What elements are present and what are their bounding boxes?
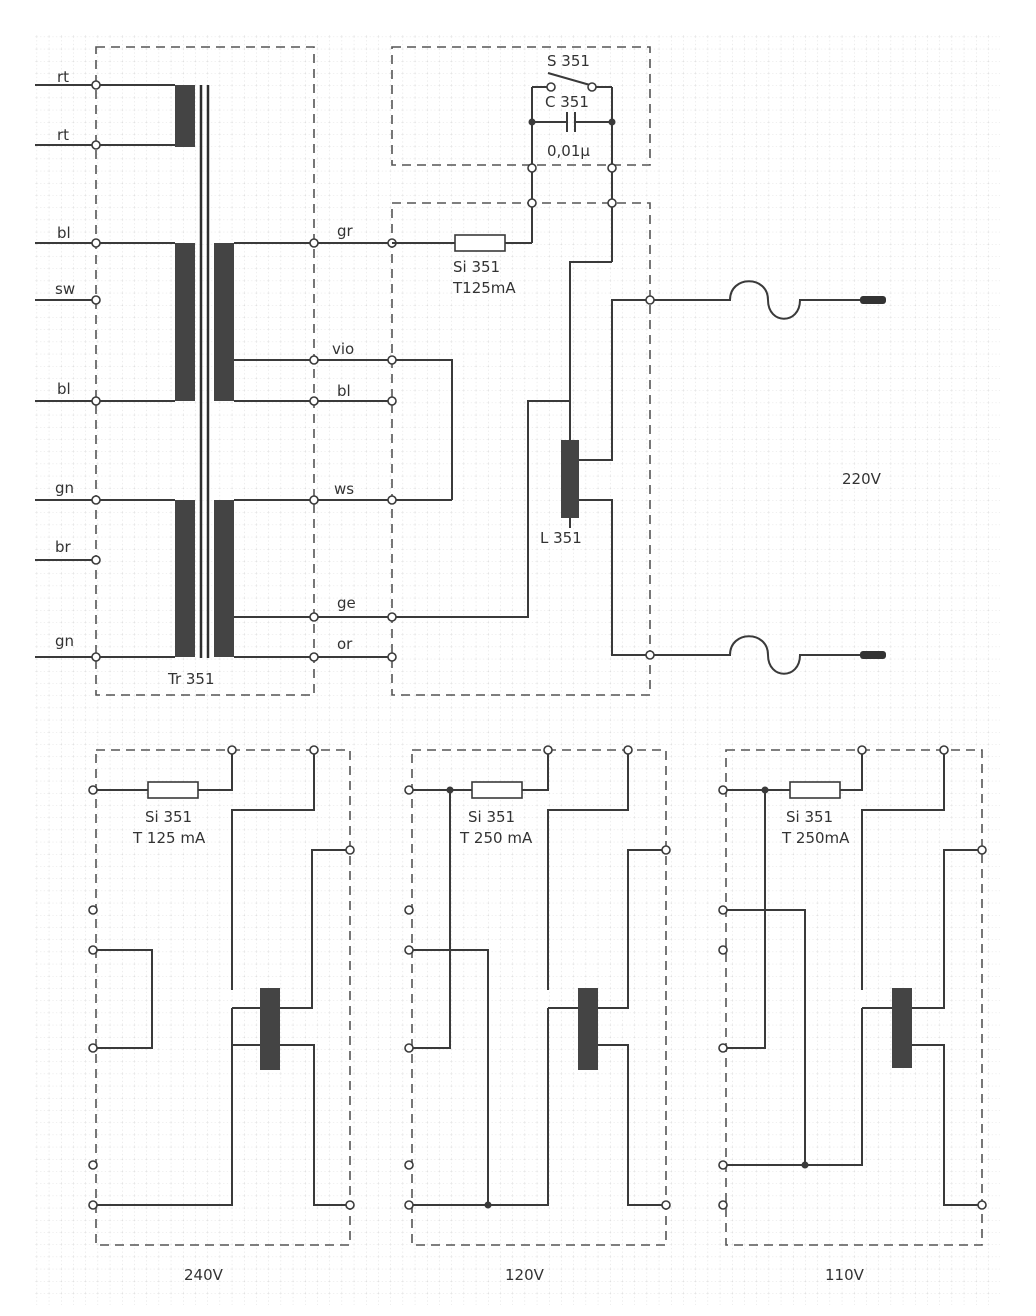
variant-240v: Si 351 T 125 mA 240V <box>88 745 355 1284</box>
transformer-box <box>95 46 315 696</box>
variant-240v-voltage: 240V <box>184 1266 224 1284</box>
fuse-rating: T125mA <box>452 279 516 297</box>
mains-cord: 220V <box>645 280 886 675</box>
switch-box <box>391 46 651 166</box>
variant-120v-fuse-rating: T 250 mA <box>459 829 533 847</box>
wire-label-bl-1: bl <box>57 224 71 242</box>
wire-label-rt-1: rt <box>57 68 69 86</box>
left-terminals <box>91 80 101 662</box>
wire-label-or: or <box>337 635 353 653</box>
switch-label: S 351 <box>547 52 590 70</box>
capacitor-label: C 351 <box>545 93 589 111</box>
wire-label-bl-2: bl <box>57 380 71 398</box>
transformer-label: Tr 351 <box>167 670 215 688</box>
variant-120v: Si 351 T 250 mA 120V <box>404 745 671 1284</box>
variant-110v-voltage: 110V <box>825 1266 865 1284</box>
capacitor-value: 0,01μ <box>547 142 590 160</box>
wire-label-rt-2: rt <box>57 126 69 144</box>
variant-120v-voltage: 120V <box>505 1266 545 1284</box>
winding-primary-top <box>175 85 195 147</box>
mains-voltage-label: 220V <box>842 470 882 488</box>
selector-box <box>391 202 651 696</box>
wire-label-gn-2: gn <box>55 632 74 650</box>
choke-l351: L 351 <box>540 261 650 656</box>
wire-label-gn-1: gn <box>55 479 74 497</box>
variant-120v-fuse-label: Si 351 <box>468 808 515 826</box>
left-wires <box>35 84 175 658</box>
wire-label-sw: sw <box>55 280 75 298</box>
left-wire-labels: rt rt bl sw bl gn br gn <box>55 68 75 650</box>
variant-240v-fuse-label: Si 351 <box>145 808 192 826</box>
variant-110v: Si 351 T 250mA 110V <box>718 745 987 1284</box>
wire-label-gr: gr <box>337 222 354 240</box>
fuse-label: Si 351 <box>453 258 500 276</box>
mains-plug-top <box>860 296 886 304</box>
mains-plug-bottom <box>860 651 886 659</box>
wire-label-ws: ws <box>334 480 354 498</box>
winding-secondary-lower <box>214 500 234 657</box>
switch-s351: S 351 <box>531 52 613 122</box>
wire-label-ge: ge <box>337 594 356 612</box>
winding-primary-main <box>175 243 195 401</box>
middle-wire-labels: gr vio bl ws ge or <box>332 222 356 653</box>
variant-110v-fuse-rating: T 250mA <box>781 829 850 847</box>
middle-terminals <box>309 238 397 662</box>
wire-label-br: br <box>55 538 72 556</box>
wire-label-vio: vio <box>332 340 354 358</box>
graph-paper-grid <box>35 35 1000 1305</box>
variant-240v-fuse-rating: T 125 mA <box>132 829 206 847</box>
choke-label: L 351 <box>540 529 582 547</box>
winding-primary-lower <box>175 500 195 657</box>
wire-label-bl-3: bl <box>337 382 351 400</box>
capacitor-c351: C 351 0,01μ <box>527 93 617 262</box>
winding-secondary-main <box>214 243 234 401</box>
variant-110v-fuse-label: Si 351 <box>786 808 833 826</box>
fuse-si351-main: Si 351 T125mA <box>392 234 532 297</box>
